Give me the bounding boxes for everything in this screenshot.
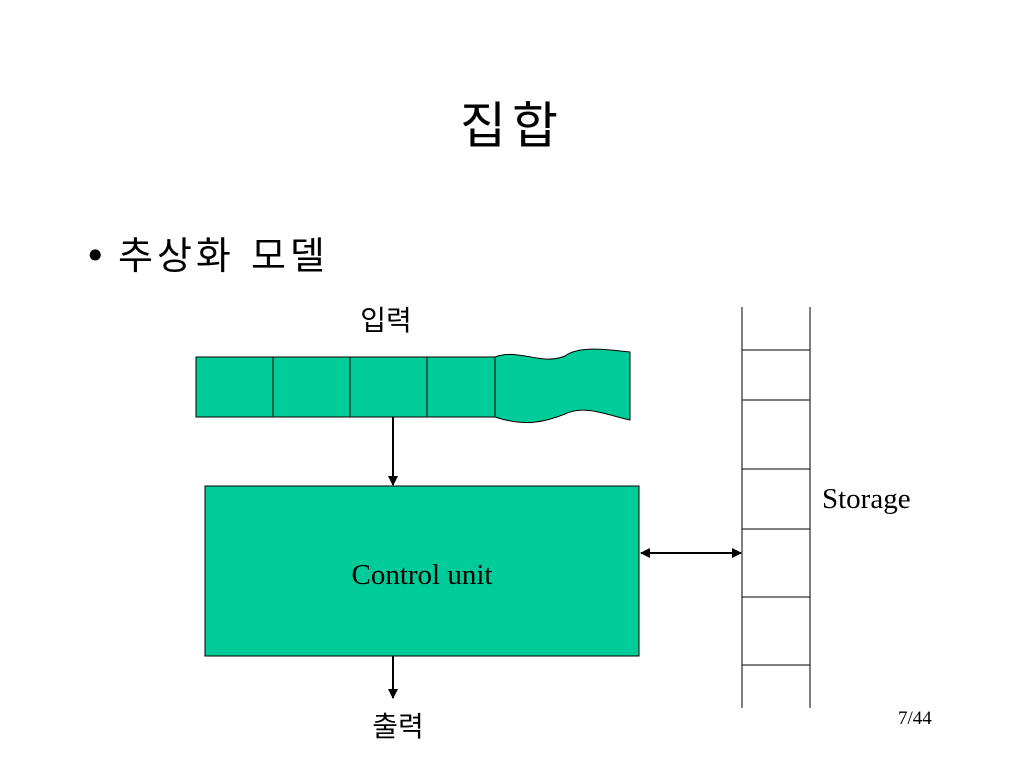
control-unit-label: Control unit — [352, 559, 493, 591]
input-tape — [195, 348, 631, 423]
input-tape-cell — [426, 356, 496, 418]
input-label: 입력 — [360, 304, 412, 337]
input-tape-cell — [349, 356, 428, 418]
slide-title: 집합 — [460, 97, 564, 155]
bullet-symbol: • — [84, 234, 111, 278]
page-number: 7/44 — [898, 708, 932, 729]
input-tape-cell — [195, 356, 274, 418]
storage-label: Storage — [822, 483, 911, 515]
input-tape-end — [494, 348, 631, 423]
input-tape-cell — [272, 356, 351, 418]
bullet-text: 추상화 모델 — [118, 234, 329, 278]
output-label: 출력 — [372, 710, 424, 743]
control-unit-box — [204, 485, 640, 657]
bullet-item: •추상화 모델 — [84, 228, 329, 284]
storage-column — [741, 307, 811, 708]
